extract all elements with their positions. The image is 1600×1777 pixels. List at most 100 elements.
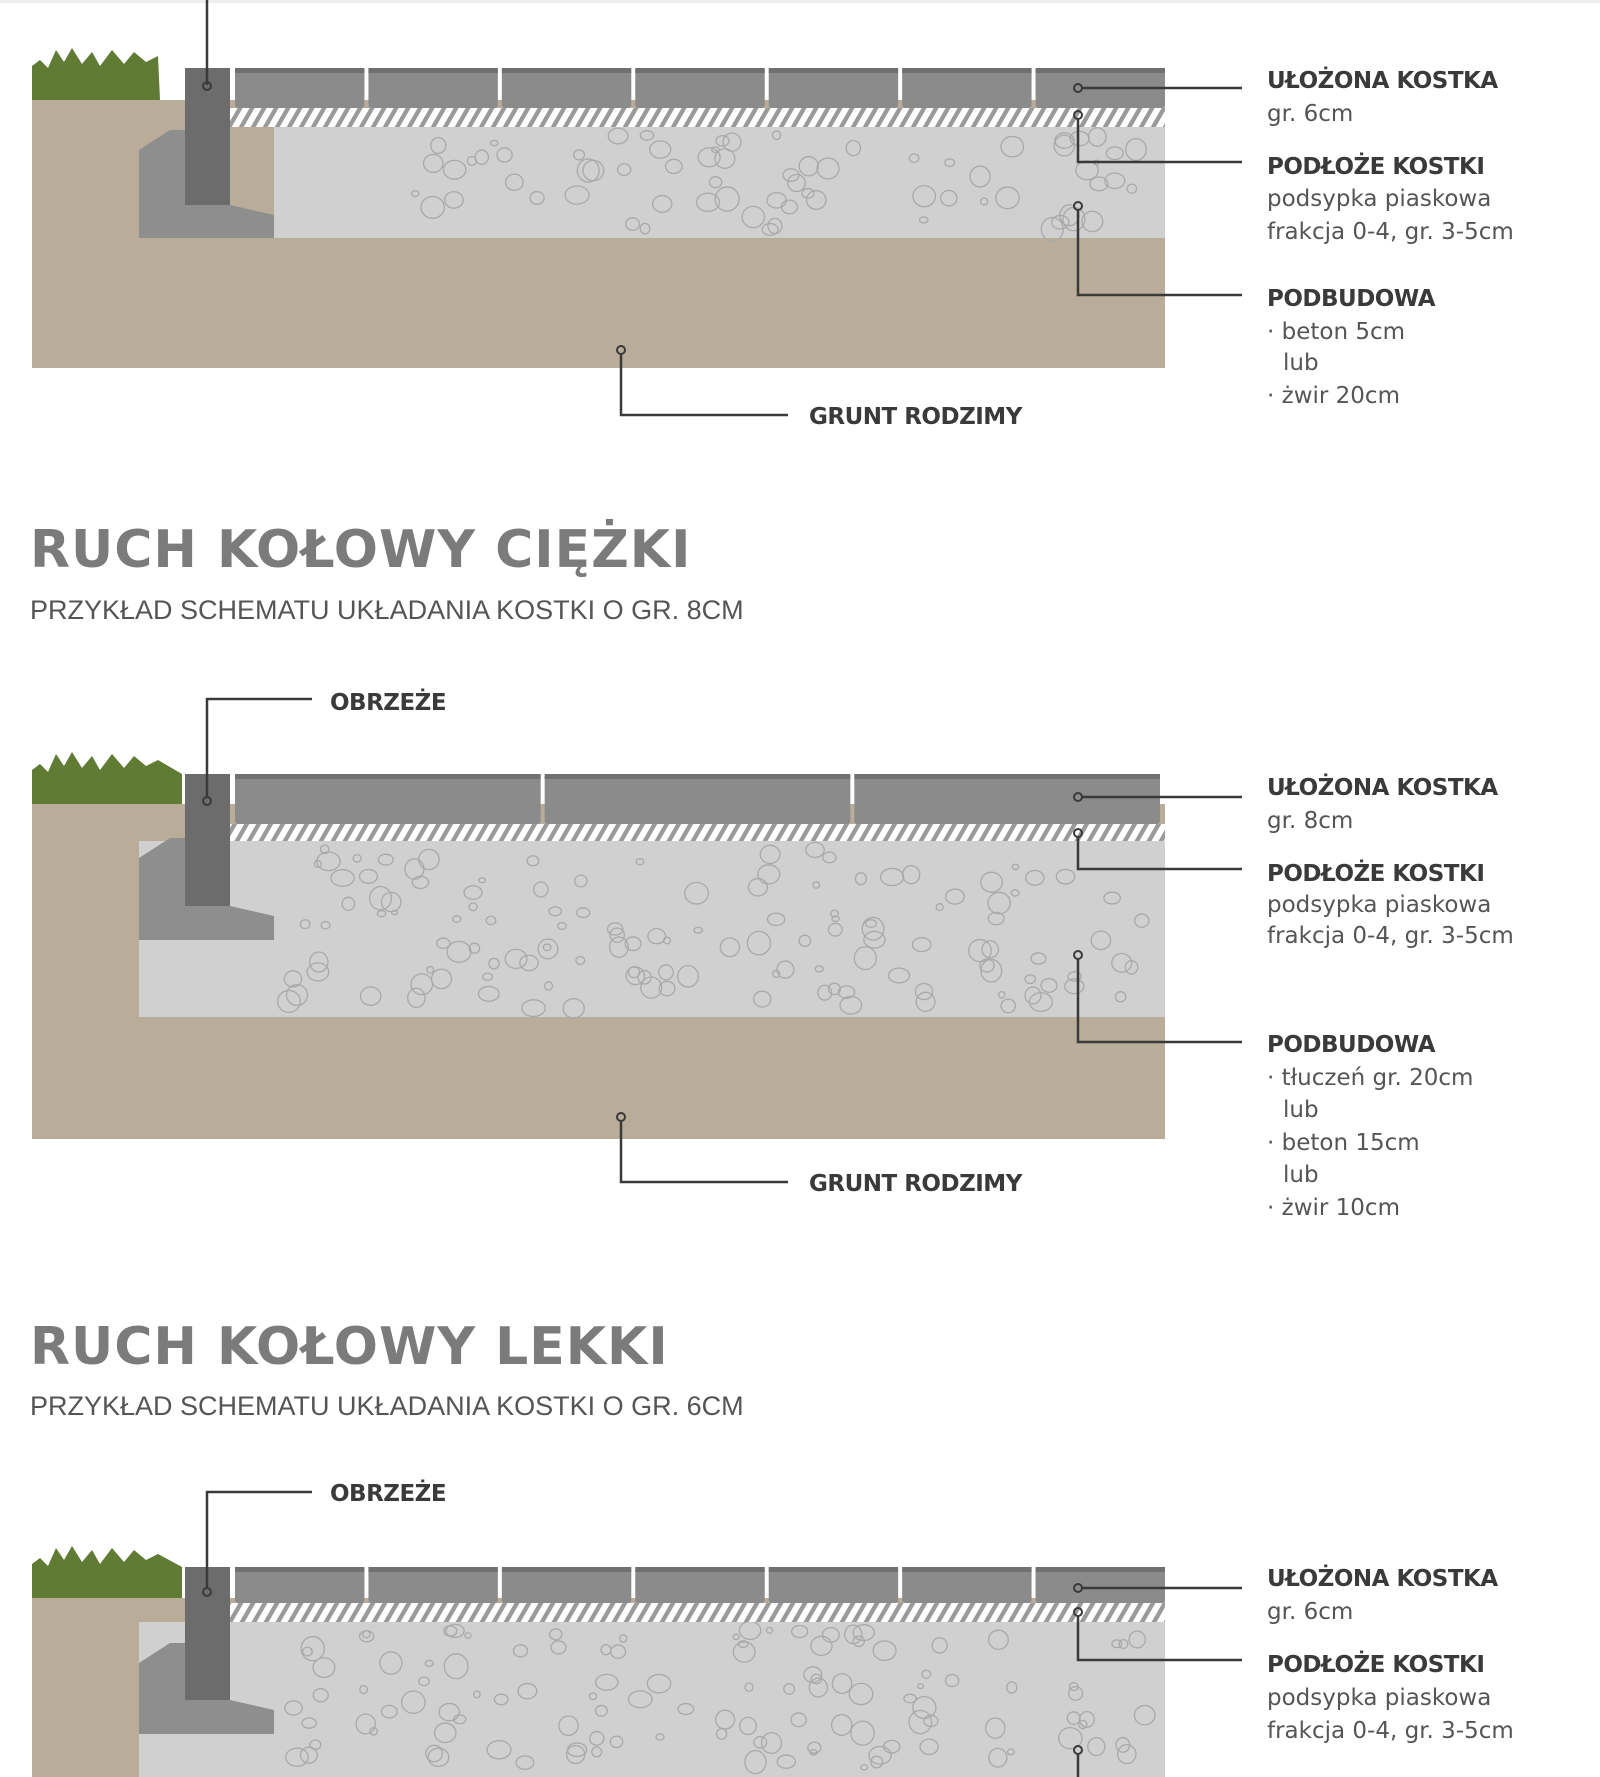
section-subtitle: PRZYKŁAD SCHEMATU UKŁADANIA KOSTKI O GR.… xyxy=(30,595,744,625)
gravel-pebble xyxy=(868,1745,892,1765)
gravel-pebble xyxy=(870,1755,884,1769)
paving-stone xyxy=(902,1567,1032,1603)
gravel-pebble xyxy=(1011,863,1020,871)
gravel-pebble xyxy=(1028,992,1054,1013)
gravel-pebble xyxy=(655,1733,665,1741)
cross-section-1 xyxy=(32,0,1242,417)
paving-stone xyxy=(235,774,541,824)
gravel-pebble xyxy=(988,1747,1008,1768)
gravel-pebble xyxy=(422,153,444,173)
gravel-pebble xyxy=(807,1741,822,1754)
bedding-text: podsypka piaskowa xyxy=(1267,186,1491,212)
gravel-pebble xyxy=(944,158,956,168)
gravel-pebble xyxy=(482,972,494,982)
paving-stone-edge xyxy=(768,68,899,73)
gravel-pebble xyxy=(995,186,1020,210)
gravel-pebble xyxy=(1068,1681,1079,1692)
edging-label: OBRZEŻE xyxy=(330,688,446,716)
gravel-pebble xyxy=(798,934,812,948)
gravel-pebble xyxy=(468,942,481,954)
gravel-pebble xyxy=(640,976,663,999)
gravel-pebble xyxy=(1068,1685,1084,1701)
gravel-pebble xyxy=(837,985,856,1000)
gravel-pebble xyxy=(299,919,311,930)
gravel-pebble xyxy=(753,1735,768,1749)
gravel-pebble xyxy=(790,1712,807,1728)
gravel-pebble xyxy=(1010,889,1020,897)
gravel-pebble xyxy=(306,962,330,982)
gravel-pebble xyxy=(861,916,885,941)
gravel-pebble xyxy=(719,937,741,958)
gravel-pebble xyxy=(708,176,723,189)
gravel-pebble xyxy=(610,1644,627,1660)
gravel-pebble xyxy=(1000,135,1025,158)
gravel-pebble xyxy=(664,158,683,175)
gravel-pebble xyxy=(284,1700,303,1716)
bedding-label: PODŁOŻE KOSTKI xyxy=(1267,1650,1484,1678)
gravel-pebble xyxy=(609,927,625,943)
gravel-pebble xyxy=(468,902,478,912)
gravel-pebble xyxy=(1128,1630,1146,1649)
paving-stone xyxy=(1035,1567,1165,1603)
grass xyxy=(32,1546,182,1598)
gravel-pebble xyxy=(651,194,673,213)
paving-stone-edge xyxy=(635,1567,765,1572)
gravel-pebble xyxy=(369,885,393,911)
gravel-pebble xyxy=(732,1641,756,1663)
gravel-pebble xyxy=(566,1742,588,1758)
gravel-pebble xyxy=(850,1720,875,1746)
gravel-pebble xyxy=(369,1727,379,1736)
gravel-pebble xyxy=(639,222,651,235)
bedding-text: podsypka piaskowa xyxy=(1267,1685,1491,1711)
gravel-pebble xyxy=(285,1747,310,1767)
gravel-pebble xyxy=(313,859,323,868)
gravel-pebble xyxy=(843,1624,863,1645)
gravel-pebble xyxy=(882,1739,901,1754)
gravel-pebble xyxy=(790,1624,809,1639)
gravel-pebble xyxy=(407,987,426,1009)
gravel-pebble xyxy=(737,1640,749,1649)
top-edge xyxy=(0,0,1600,3)
gravel-pebble xyxy=(969,165,991,188)
gravel-pebble xyxy=(526,855,540,867)
gravel-pebble xyxy=(860,1763,869,1771)
gravel-pebble xyxy=(316,851,341,872)
gravel-pebble xyxy=(646,1673,672,1694)
gravel-pebble xyxy=(625,966,646,986)
gravel-pebble xyxy=(285,984,309,1007)
paving-stone-edge xyxy=(544,774,851,779)
gravel-pebble xyxy=(1024,974,1037,985)
paving-stone xyxy=(902,68,1032,108)
gravel-pebble xyxy=(908,153,920,164)
gravel-pebble xyxy=(848,1682,874,1706)
base-label: PODBUDOWA xyxy=(1267,1032,1436,1058)
gravel-pebble xyxy=(658,980,676,997)
gravel-pebble xyxy=(624,217,641,232)
gravel-pebble xyxy=(1125,137,1147,162)
gravel-pebble xyxy=(1040,977,1058,993)
paving-stone xyxy=(368,68,498,108)
gravel-pebble xyxy=(1087,1736,1106,1757)
paving-stone-edge xyxy=(635,68,765,73)
gravel-pebble xyxy=(776,1754,797,1769)
gravel-pebble xyxy=(573,149,586,161)
gravel-pebble xyxy=(1118,1639,1129,1650)
gravel-pebble xyxy=(1050,214,1070,230)
gravel-pebble xyxy=(430,136,447,155)
paving-stone-edge xyxy=(501,1567,632,1572)
gravel-pebble xyxy=(831,915,840,923)
gravel-pebble xyxy=(940,189,958,207)
gravel-pebble xyxy=(300,1635,325,1662)
gravel-pebble xyxy=(968,938,992,963)
gravel-pebble xyxy=(980,197,989,206)
paving-stone-edge xyxy=(235,774,541,779)
gravel-pebble xyxy=(714,148,736,170)
gravel-pebble xyxy=(810,1635,833,1657)
gravel-pebble xyxy=(822,851,837,864)
gravel-pebble xyxy=(827,982,841,996)
gravel-pebble xyxy=(1054,132,1075,149)
paving-stone xyxy=(501,1567,632,1603)
gravel-pebble xyxy=(1126,183,1138,194)
gravel-pebble xyxy=(1111,1639,1123,1649)
